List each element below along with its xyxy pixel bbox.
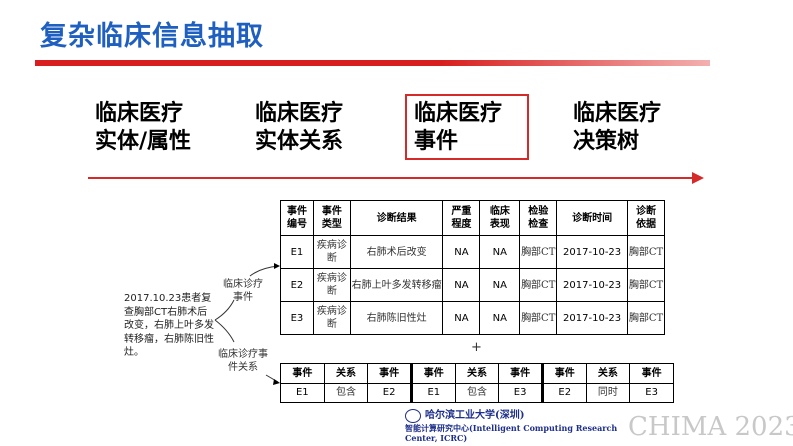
table-cell: 右肺上叶多发转移瘤 [349,268,444,302]
table-cell: 疾病诊断 [312,235,351,269]
table-cell: NA [442,301,481,335]
title-underline [35,60,710,66]
table-cell: 胸部CT [627,268,665,302]
table-cell: 包含 [323,382,369,403]
table-cell: 胸部CT [627,235,665,269]
research-center-name: 智能计算研究中心(Intelligent Computing Research … [405,423,618,443]
table-cell: E3 [498,382,543,403]
university-emblem-icon [405,409,421,423]
table-cell: NA [479,301,521,335]
table-cell: 胸部CT [519,301,558,335]
arrow-head-icon [692,172,704,184]
table-cell: 胸部CT [519,268,558,302]
table-cell: E1 [280,382,325,403]
table-cell: E1 [280,235,314,269]
event-table: 事件编号 事件类型 诊断结果 严重程度 临床表现 检验检查 诊断时间 诊断依据 … [280,200,665,335]
progress-arrow [88,177,694,179]
clinical-note-text: 2017.10.23患者复查胸部CT右肺术后改变，右肺上叶多发转移瘤，右肺陈旧性… [124,293,214,358]
table-cell: NA [479,268,521,302]
event-label: 临床诊疗事件 [223,279,263,303]
table-cell: 胸部CT [519,235,558,269]
slide-title: 复杂临床信息抽取 [40,21,264,52]
table-cell: 胸部CT [627,301,665,335]
category-decision-tree: 临床医疗决策树 [573,101,662,154]
col-header: 临床表现 [479,200,521,236]
table-cell: E3 [629,382,674,403]
table-header-row: 事件编号 事件类型 诊断结果 严重程度 临床表现 检验检查 诊断时间 诊断依据 [280,200,665,236]
category-entity-relation: 临床医疗实体关系 [255,101,344,154]
table-cell: 疾病诊断 [312,268,351,302]
table-cell: 右肺陈旧性灶 [349,301,444,335]
table-cell: NA [479,235,521,269]
col-header: 严重程度 [442,200,481,236]
table-cell: 右肺术后改变 [349,235,444,269]
footer-logos: 哈尔滨工业大学(深圳) 智能计算研究中心(Intelligent Computi… [405,409,623,443]
category-entity-attribute: 临床医疗实体/属性 [95,101,192,154]
col-header: 事件类型 [312,200,351,236]
table-cell: E3 [280,301,314,335]
col-header: 诊断依据 [627,200,665,236]
category-event: 临床医疗事件 [414,101,503,154]
table-cell: NA [442,268,481,302]
col-header: 事件编号 [280,200,314,236]
table-cell: 同时 [585,382,631,403]
table-cell: 疾病诊断 [312,301,351,335]
relation-label: 临床诊疗事件关系 [218,349,268,373]
table-cell: E2 [540,382,587,403]
col-header: 诊断结果 [349,200,444,236]
plus-sign: + [471,340,482,355]
watermark: CHIMA 2023 [628,412,793,442]
table-cell: NA [442,235,481,269]
university-name: 哈尔滨工业大学(深圳) [425,410,525,421]
highlight-box [405,94,529,160]
table-cell: 2017-10-23 [556,268,629,302]
